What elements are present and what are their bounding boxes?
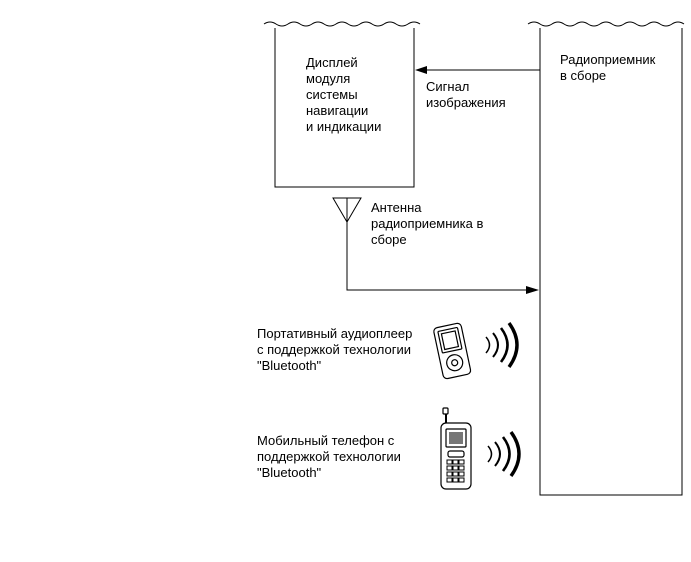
display-module-box [263,21,421,188]
image-signal-label: Сигнал изображения [426,79,506,110]
audio-player-label: Портативный аудиоплеер с поддержкой техн… [257,326,413,373]
wireless-waves-icon [485,322,519,368]
antenna-icon [332,197,362,223]
wireless-waves-icon [487,431,521,477]
antenna-connection-arrow [346,222,539,294]
radio-receiver-box [527,21,685,496]
radio-receiver-label: Радиоприемник в сборе [560,52,656,83]
mobile-phone-label: Мобильный телефон с поддержкой технологи… [257,433,401,480]
image-signal-arrow [415,66,540,74]
mobile-phone-icon [440,407,472,490]
antenna-label: Антенна радиоприемника в сборе [371,200,484,247]
display-module-label: Дисплей модуля системы навигации и индик… [306,55,382,134]
audio-player-icon [433,322,472,380]
